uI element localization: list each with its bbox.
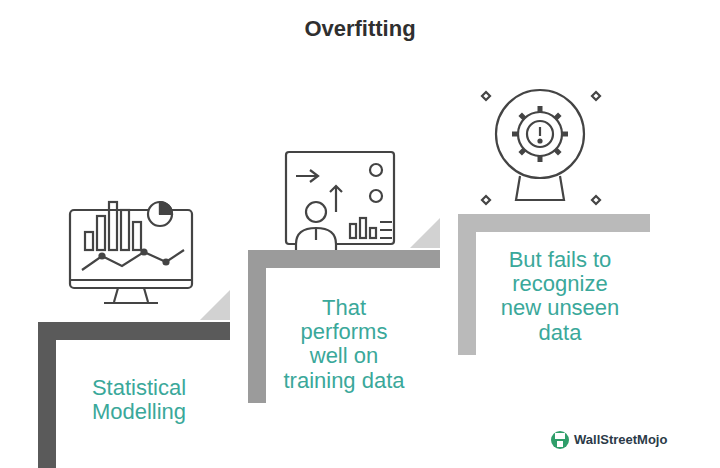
fold-triangle [410,218,440,248]
step-shape [458,214,650,355]
step-band: That performs well on training data [248,250,440,403]
step-text: But fails to recognize new unseen data [496,248,624,345]
gear-tooth [556,150,560,154]
step-band: But fails to recognize new unseen data [458,214,650,355]
gear-tooth [556,114,560,118]
gear-tooth [538,156,543,162]
gear-teeth [512,106,568,162]
warning-gear-icon [482,90,600,204]
gear-tooth [520,150,524,154]
step-shape [248,250,440,403]
step-band: Statistical Modelling [38,322,230,468]
gear-tooth [520,114,524,118]
step-shape [38,322,230,468]
gear-tooth [512,132,518,137]
monitor-icon [70,202,192,303]
logo-mark [551,431,569,449]
step-text: That performs well on training data [280,296,408,393]
step-text: Statistical Modelling [64,376,214,424]
gear-tooth [538,106,543,112]
gear-tooth [562,132,568,137]
watermark: WallStreetMojo [574,432,667,447]
diagram-title: Overfitting [0,16,720,42]
fold-triangle [200,290,230,320]
presentation-icon [286,152,394,258]
